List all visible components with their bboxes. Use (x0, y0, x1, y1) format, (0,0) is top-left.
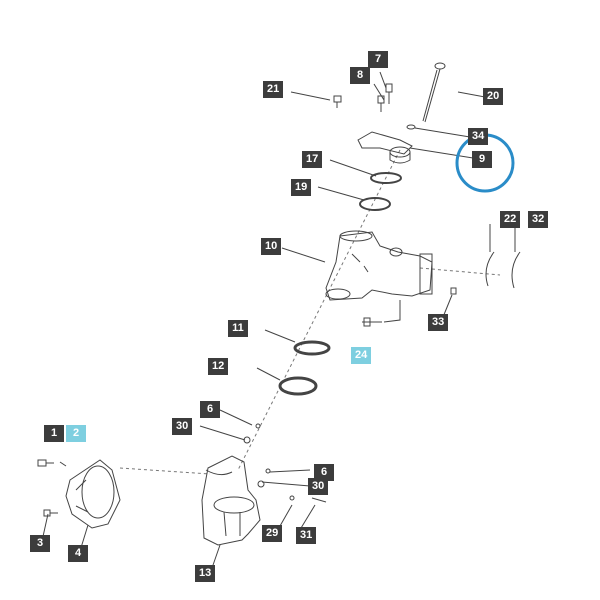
part-label-8: 8 (350, 67, 370, 84)
nut-part-6a (255, 423, 261, 429)
axis-horizontal (119, 467, 211, 475)
nut-part-29 (289, 495, 295, 501)
cover-part-4 (65, 459, 121, 529)
part-label-34: 34 (468, 128, 489, 145)
part-label-2: 2 (66, 425, 86, 442)
washer-part-30b (257, 480, 265, 488)
part-label-13: 13 (195, 565, 216, 582)
part-label-12: 12 (208, 358, 229, 375)
screw-part-31 (311, 497, 327, 503)
body-part-13 (201, 455, 261, 546)
part-label-33: 33 (428, 314, 449, 331)
part-label-17: 17 (302, 151, 323, 168)
washer-part-30a (243, 436, 251, 444)
ring-part-12 (278, 376, 318, 396)
part-label-21: 21 (263, 81, 284, 98)
axis-side (419, 267, 501, 276)
bolt-part-7 (385, 83, 393, 104)
part-label-31: 31 (296, 527, 317, 544)
part-label-30b: 30 (308, 478, 329, 495)
part-label-30a: 30 (172, 418, 193, 435)
part-label-24: 24 (351, 347, 372, 364)
screw-part-1 (37, 459, 54, 467)
part-label-20: 20 (483, 88, 504, 105)
part-label-7: 7 (368, 51, 388, 68)
part-label-9: 9 (472, 151, 492, 168)
ring-part-19 (359, 197, 391, 211)
housing-part-10 (325, 230, 433, 301)
part-label-29: 29 (262, 525, 283, 542)
clip-part-32 (511, 251, 521, 289)
part-label-19: 19 (291, 179, 312, 196)
nut-part-6b (265, 468, 271, 474)
part-label-6b: 6 (314, 464, 334, 481)
part-label-3: 3 (30, 535, 50, 552)
pin-part-33 (450, 287, 457, 295)
bolt-part-8 (377, 95, 385, 112)
part-label-1: 1 (44, 425, 64, 442)
washer-part-34 (406, 124, 416, 130)
part-label-6a: 6 (200, 401, 220, 418)
ring-part-11 (293, 340, 331, 356)
part-label-22: 22 (500, 211, 521, 228)
rod-part-20 (422, 62, 446, 123)
part-label-4: 4 (68, 545, 88, 562)
screw-part-24 (362, 317, 382, 327)
part-label-11: 11 (228, 320, 248, 337)
screw-part-3 (43, 509, 58, 517)
clip-part-22 (485, 251, 495, 287)
part-label-10: 10 (261, 238, 282, 255)
bracket-part-9 (357, 131, 413, 164)
ring-part-17 (370, 172, 402, 184)
screw-part-21 (333, 95, 342, 108)
spring-part-2 (59, 461, 67, 467)
part-label-32: 32 (528, 211, 549, 228)
